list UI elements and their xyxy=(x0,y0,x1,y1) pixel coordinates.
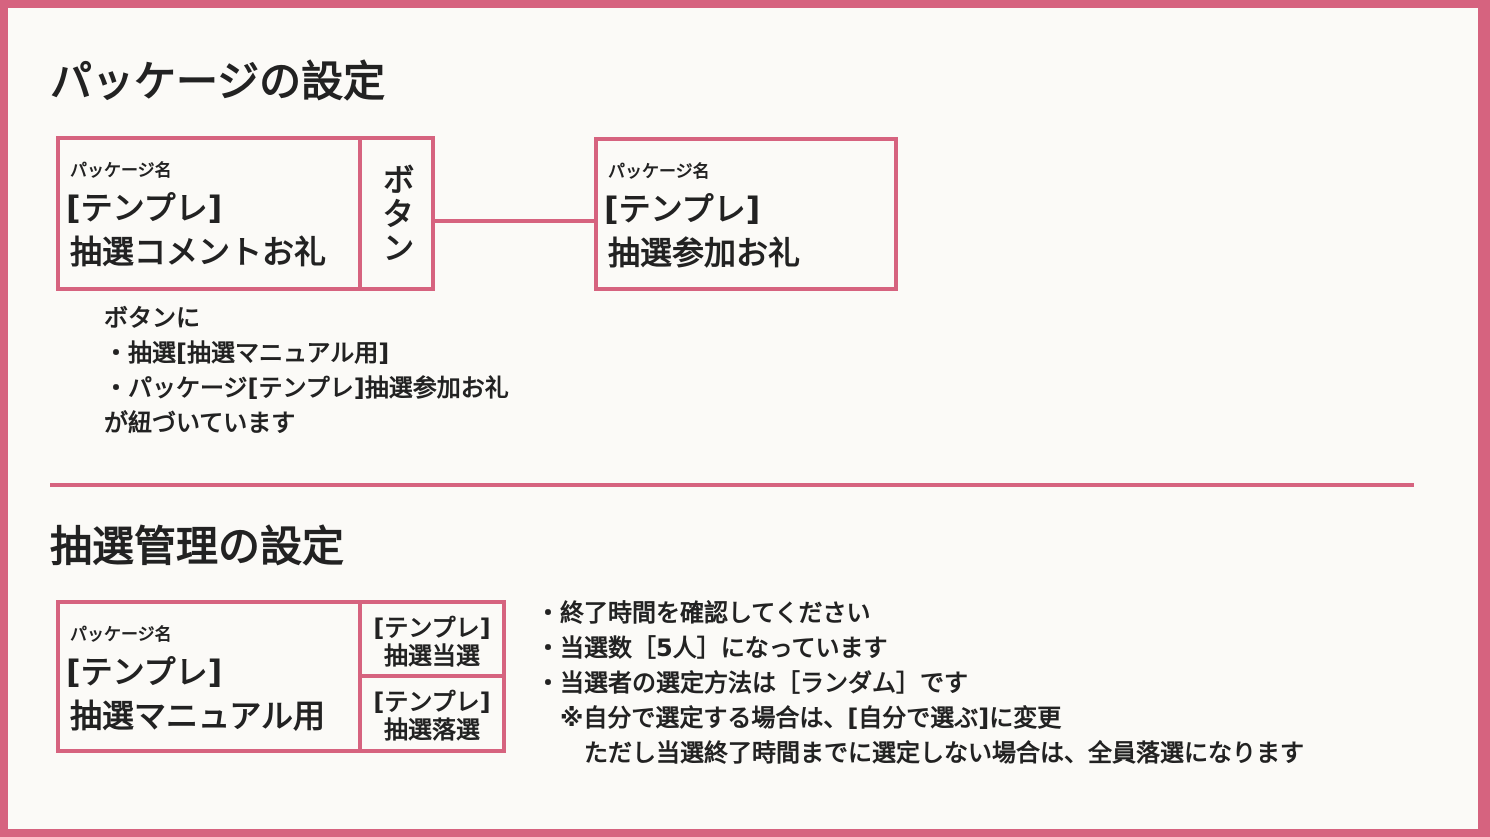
package-name-line1: [テンプレ] xyxy=(66,189,223,227)
package-notes: ボタンに ・抽選[抽選マニュアル用] ・パッケージ[テンプレ]抽選参加お礼 が紐… xyxy=(104,301,509,441)
button-lose-line2: 抽選落選 xyxy=(384,716,480,744)
package-label: パッケージ名 xyxy=(70,161,172,181)
button-box: ボタン xyxy=(358,136,435,291)
button-label: ボタン xyxy=(377,162,416,265)
section-title-lottery: 抽選管理の設定 xyxy=(50,522,345,571)
note-line: ※自分で選定する場合は、[自分で選ぶ]に変更 xyxy=(536,704,1062,732)
package-label: パッケージ名 xyxy=(70,625,172,645)
package-box-manual: パッケージ名 [テンプレ] 抽選マニュアル用 xyxy=(56,600,362,753)
slide: パッケージの設定 パッケージ名 [テンプレ] 抽選コメントお礼 ボタン パッケー… xyxy=(8,8,1478,829)
lottery-notes: ・終了時間を確認してください ・当選数［5人］になっています ・当選者の選定方法… xyxy=(536,596,1304,771)
package-name-line1: [テンプレ] xyxy=(604,190,761,228)
button-win-line1: [テンプレ] xyxy=(373,614,491,642)
note-line: ただし当選終了時間までに選定しない場合は、全員落選になります xyxy=(536,739,1304,767)
button-lose: [テンプレ] 抽選落選 xyxy=(358,674,506,753)
package-label: パッケージ名 xyxy=(608,162,710,182)
section-divider xyxy=(50,483,1414,487)
note-line: ・抽選[抽選マニュアル用] xyxy=(104,339,390,367)
package-name-line2: 抽選マニュアル用 xyxy=(70,697,326,735)
note-line: ・当選者の選定方法は［ランダム］です xyxy=(536,669,968,697)
package-name-line2: 抽選コメントお礼 xyxy=(70,233,327,271)
button-win: [テンプレ] 抽選当選 xyxy=(358,600,506,678)
note-line: が紐づいています xyxy=(104,409,296,437)
package-name-line2: 抽選参加お礼 xyxy=(608,234,801,272)
note-line: ・パッケージ[テンプレ]抽選参加お礼 xyxy=(104,374,509,402)
section-title-package: パッケージの設定 xyxy=(50,57,386,106)
button-lose-line1: [テンプレ] xyxy=(373,688,491,716)
package-box-participation: パッケージ名 [テンプレ] 抽選参加お礼 xyxy=(594,137,898,291)
package-name-line1: [テンプレ] xyxy=(66,653,223,691)
note-line: ・終了時間を確認してください xyxy=(536,599,871,627)
package-box-comment: パッケージ名 [テンプレ] 抽選コメントお礼 xyxy=(56,136,362,291)
note-line: ボタンに xyxy=(104,304,200,332)
button-win-line2: 抽選当選 xyxy=(384,642,480,670)
note-line: ・当選数［5人］になっています xyxy=(536,634,888,662)
connector-line xyxy=(435,219,595,223)
